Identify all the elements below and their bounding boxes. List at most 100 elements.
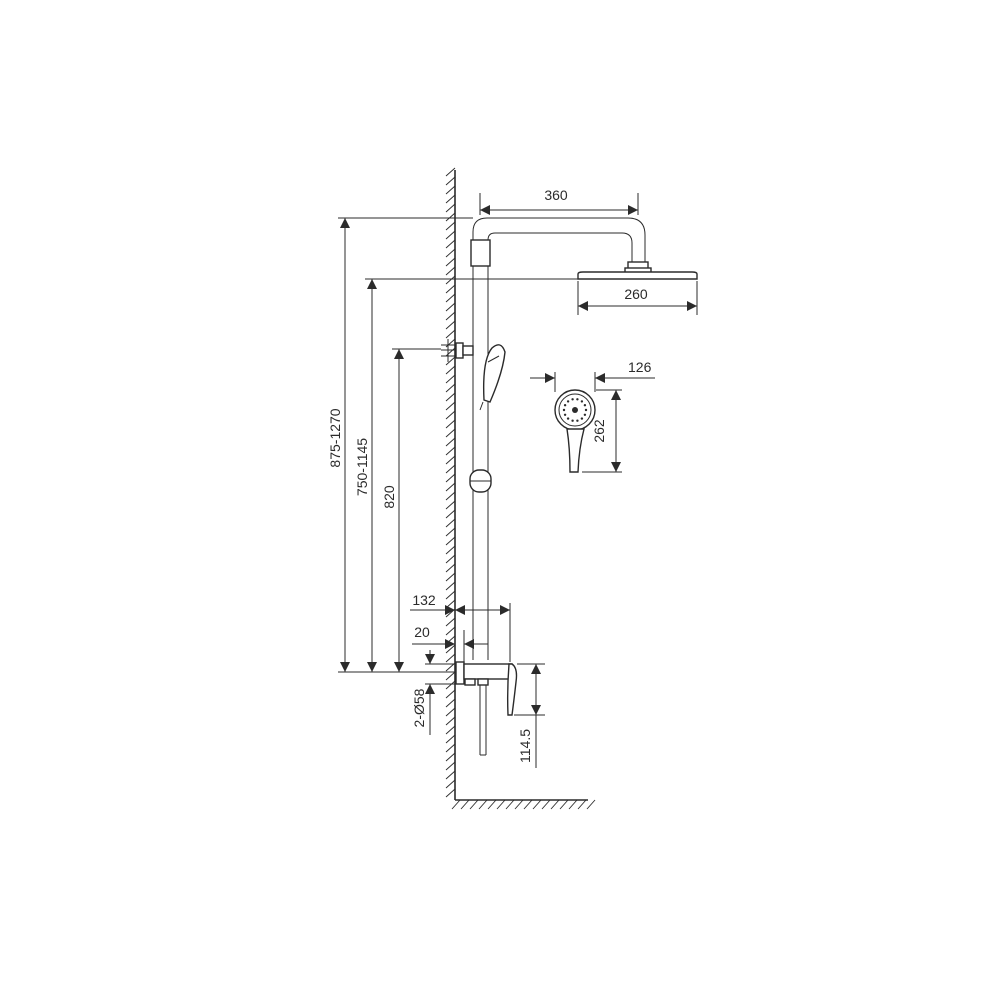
hatch-line [445,347,456,357]
hatch-line [445,491,456,501]
hatch-line [445,716,456,726]
hatch-line [445,257,456,267]
label-arm-reach: 360 [544,187,568,203]
hatch-line [445,590,456,600]
hatch-line [445,788,456,798]
label-height-head: 750-1145 [354,438,370,496]
hatch-line [445,410,456,420]
hatch-line [445,626,456,636]
hatch-line [445,518,456,528]
hatch-line [445,536,456,546]
hatch-line [445,500,456,510]
hatch-line [445,338,456,348]
hand-shower-front-view [554,389,596,473]
label-head-width: 260 [624,286,648,302]
hatch-line [445,563,456,573]
hatch-line [469,799,479,810]
label-wall-offset: 20 [414,624,430,640]
label-mixer-projection: 132 [412,592,436,608]
hatch-line [586,799,596,810]
hatch-line [541,799,551,810]
hatch-line [445,698,456,708]
hatch-line [445,203,456,213]
center-nozzle [572,407,578,413]
hatch-line [445,455,456,465]
hatch-line [445,482,456,492]
nozzle-dot [583,413,587,416]
hatch-line [445,437,456,447]
hatch-line [445,581,456,591]
hatch-line [445,329,456,339]
mixer-valve [455,661,518,756]
hatch-line [460,799,470,810]
hatch-line [445,212,456,222]
hatch-line [478,799,488,810]
hatch-line [559,799,569,810]
hatch-line [445,743,456,753]
hatch-line [445,617,456,627]
hand-shower-side-view [479,344,506,411]
nozzle-dot [566,417,570,420]
nozzle-dot [563,404,567,407]
hatch-line [445,365,456,375]
dimension-lines [338,193,698,768]
hatch-line [445,572,456,582]
hatch-line [445,383,456,393]
label-height-holder: 820 [381,485,397,509]
hatch-line [577,799,587,810]
hatch-line [445,554,456,564]
hatch-line [445,320,456,330]
floor [451,799,596,810]
hatch-line [445,473,456,483]
label-inlet-spec: 2-Ø58 [411,688,427,727]
hatch-line [445,527,456,537]
nozzle-dot [583,404,587,407]
hatch-line [445,635,456,645]
hatch-line [445,356,456,366]
hatch-line [445,446,456,456]
hatch-line [445,545,456,555]
hatch-line [445,761,456,771]
hatch-line [496,799,506,810]
hatch-line [445,689,456,699]
hatch-line [445,194,456,204]
hatch-line [445,428,456,438]
hatch-line [445,734,456,744]
spray-nozzles [562,398,588,422]
hatch-line [445,707,456,717]
label-mixer-height: 114.5 [517,729,533,763]
hatch-line [445,239,456,249]
hatch-line [487,799,497,810]
hatch-line [568,799,578,810]
nozzle-dot [580,400,584,403]
wall-hatching [445,167,456,798]
hatch-line [445,221,456,231]
hatch-line [445,644,456,654]
hatch-line [445,176,456,186]
hatch-line [445,779,456,789]
hatch-line [445,680,456,690]
hatch-line [445,293,456,303]
hatch-line [445,392,456,402]
overhead-shower-head [577,271,698,280]
hatch-line [445,671,456,681]
hatch-line [523,799,533,810]
hatch-line [445,401,456,411]
hatch-line [445,185,456,195]
label-hand-shower-length: 262 [591,419,607,443]
hatch-line [445,509,456,519]
nozzle-dot [576,398,579,401]
hatch-line [445,770,456,780]
nozzle-dot [566,400,570,403]
wall [445,167,456,800]
label-hand-shower-width: 126 [628,359,652,375]
dimension-labels: 360 260 126 262 875-1270 750-1145 820 13… [327,187,652,763]
nozzle-dot [563,413,567,416]
hatch-line [445,284,456,294]
hatch-line [445,374,456,384]
hatch-line [445,419,456,429]
label-height-overall: 875-1270 [327,408,343,467]
hatch-line [445,266,456,276]
hatch-line [451,799,461,810]
